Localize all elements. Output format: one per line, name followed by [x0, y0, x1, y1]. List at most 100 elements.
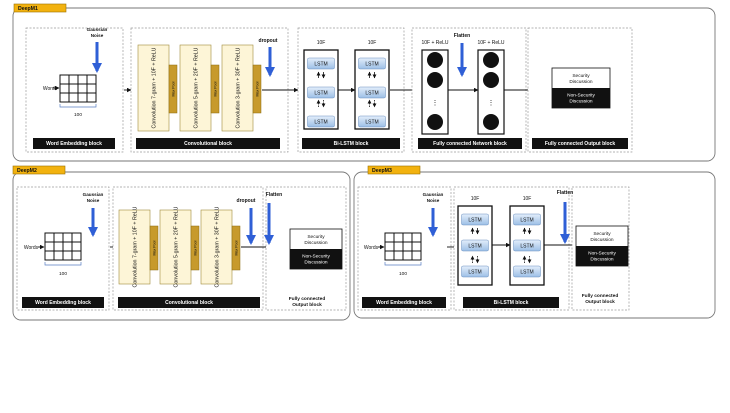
deepm1-dim-label: 100	[74, 112, 82, 118]
deepm3-lstm-col-1-cell-3	[461, 265, 489, 278]
deepm1-pool-3	[252, 64, 262, 114]
deepm1-fc-neuron	[483, 114, 499, 130]
deepm3-output-box-nonsecurity-2: Discussion	[590, 257, 614, 263]
deepm1-lstm-col-1-cell-2-text: LSTM	[314, 91, 327, 97]
deepm2-dim-brace	[44, 262, 82, 266]
deepm1-flatten-label: Flatten	[454, 33, 470, 39]
deepm1-dropout-label: dropout	[259, 38, 278, 44]
deepm3-lstm-col-2-cell-2	[513, 239, 541, 252]
deepm3-lstm-col-2-cell-2-text: LSTM	[520, 244, 533, 250]
deepm2-convolutional-label-text: Convolutional block	[165, 300, 213, 306]
deepm2-word-embedding-label-text: Word Embedding block	[35, 300, 91, 306]
deepm1-conv-7gram-text: Convolution 7-gram + 10F + ReLU	[152, 47, 158, 128]
deepm1-conv-3gram-text: Convolution 3-gram + 30F + ReLU	[236, 47, 242, 128]
deepm3-lstm-col-2-cell-3-text: LSTM	[520, 270, 533, 276]
deepm3-lstm-col-2-cell-3	[513, 265, 541, 278]
deepm3-bilstm-label-text: Bi-LSTM block	[494, 300, 529, 306]
deepm1-conv-5gram	[179, 44, 212, 132]
deepm2-conv-3gram	[200, 209, 233, 285]
deepm2-flatten-label: Flatten	[266, 192, 282, 198]
deepm1-lstm-col-2-cell-3-text: LSTM	[365, 120, 378, 126]
deepm2-fc-output-label-2: Output block	[292, 302, 322, 308]
deepm2-conv-5gram	[159, 209, 192, 285]
deepm1-bilstm-label	[302, 138, 400, 149]
deepm3-dim-label: 100	[399, 271, 407, 277]
deepm3-lstm-col-2-units: 10F	[523, 196, 532, 202]
deepm1-fc-neuron	[427, 72, 443, 88]
deepm2-pool-3	[231, 225, 241, 271]
deepm3-word-embedding-label-text: Word Embedding block	[376, 300, 432, 306]
deepm1-pool-1-text: Max Pool	[171, 81, 175, 96]
deepm1-output-box-nonsecurity	[552, 88, 610, 108]
deepm1-lstm-col-2-cell-3	[358, 115, 386, 128]
deepm2-output-box-security-2: Discussion	[304, 240, 328, 246]
deepm1-dim-brace	[59, 104, 97, 108]
deepm2-output-box-nonsecurity-2: Discussion	[304, 260, 328, 266]
deepm3-lstm-col-1-units: 10F	[471, 196, 480, 202]
deepm1-convolutional-label-text: Convolutional block	[184, 141, 232, 147]
deepm3-dim-brace	[384, 262, 422, 266]
deepm2-conv-3gram-text: Convolution 3-gram + 30F + ReLU	[215, 206, 221, 287]
deepm2-gaussian-noise-label-1: Gaussian	[83, 192, 104, 197]
deepm3-fc-output-label-2: Output block	[585, 299, 615, 305]
deepm3-title-tab-text: DeepM3	[372, 168, 392, 174]
deepm3-gaussian-noise-label-1: Gaussian	[423, 192, 444, 197]
deepm1-output-box-nonsecurity-2: Discussion	[569, 99, 593, 105]
deepm1-fc-neuron	[483, 72, 499, 88]
deepm3-lstm-col-1-cell-1-text: LSTM	[468, 218, 481, 224]
deepm2-conv-5gram-text: Convolution 5-gram + 20F + ReLU	[174, 206, 180, 287]
deepm2-fc-output-label-1: Fully connected	[289, 296, 326, 302]
deepm1-convolutional-label	[136, 138, 280, 149]
deepm1-lstm-col-2-units: 10F	[368, 40, 377, 46]
deepm2-pool-2	[190, 225, 200, 271]
deepm1-gaussian-noise-label-1: Gaussian	[87, 27, 108, 32]
deepm1-lstm-col-2-cell-1	[358, 57, 386, 70]
deepm2-convolutional-label	[118, 297, 260, 308]
deepm3-words-label: Words	[364, 245, 379, 251]
deepm2-output-box-nonsecurity	[290, 249, 342, 269]
deepm1-fc-output-label	[532, 138, 628, 149]
deepm3-lstm-col-2-cell-1-text: LSTM	[520, 218, 533, 224]
deepm1-lstm-col-1-cell-3-text: LSTM	[314, 120, 327, 126]
deepm1-fc-network-label-text: Fully connected Network block	[433, 141, 507, 147]
deepm2-dim-label: 100	[59, 271, 67, 277]
deepm3-bilstm-label	[463, 297, 559, 308]
deepm1-conv-7gram	[137, 44, 170, 132]
deepm2-output-box-security-1: Security	[307, 234, 325, 240]
deepm1-pool-1	[168, 64, 178, 114]
deepm3-lstm-col-1-cell-1	[461, 213, 489, 226]
deepm1-title-tab	[13, 3, 67, 13]
deepm2-title-tab	[12, 165, 66, 175]
deepm2-pool-3-text: Max Pool	[234, 240, 238, 255]
deepm3-output-box-nonsecurity	[576, 246, 628, 266]
deepm3-lstm-col-2-cell-1	[513, 213, 541, 226]
deepm1-lstm-col-1-units: 10F	[317, 40, 326, 46]
deepm1-pool-3-text: Max Pool	[255, 81, 259, 96]
deepm3-output-box-security-1: Security	[593, 231, 611, 237]
deepm2-pool-1-text: Max Pool	[152, 240, 156, 255]
deepm1-pool-2	[210, 64, 220, 114]
deepm1-conv-5gram-text: Convolution 5-gram + 20F + ReLU	[194, 47, 200, 128]
deepm3-fc-output-label-1: Fully connected	[582, 293, 619, 299]
deepm1-fc-col-1-ellipsis: ⋮	[432, 100, 439, 107]
deepm1-conv-3gram	[221, 44, 254, 132]
deepm1-word-embedding-label	[33, 138, 115, 149]
deepm1-bilstm-label-text: Bi-LSTM block	[334, 141, 369, 147]
deepm1-output-box-security-1: Security	[572, 73, 590, 79]
deepm1-output-box-nonsecurity-1: Non-Security	[567, 93, 595, 99]
deepm1-lstm-col-2-cell-2	[358, 86, 386, 99]
deepm2-words-label: Words	[24, 245, 39, 251]
deepm3-gaussian-noise-label-2: Noise	[427, 198, 440, 203]
deepm1-word-embedding-label-text: Word Embedding block	[46, 141, 102, 147]
deepm2-pool-1	[149, 225, 159, 271]
deepm1-title-tab-text: DeepM1	[18, 6, 38, 12]
deepm2-word-embedding-label	[22, 297, 104, 308]
deepm1-words-label: Words	[43, 86, 58, 92]
deepm3-word-embedding-label	[362, 297, 446, 308]
deepm1-fc-col-1-units: 10F + ReLU	[421, 40, 448, 46]
deepm1-fc-col-2-units: 10F + ReLU	[477, 40, 504, 46]
deepm2-conv-7gram	[118, 209, 151, 285]
deepm3-lstm-col-1-cell-3-text: LSTM	[468, 270, 481, 276]
deepm3-title-tab	[367, 165, 421, 175]
